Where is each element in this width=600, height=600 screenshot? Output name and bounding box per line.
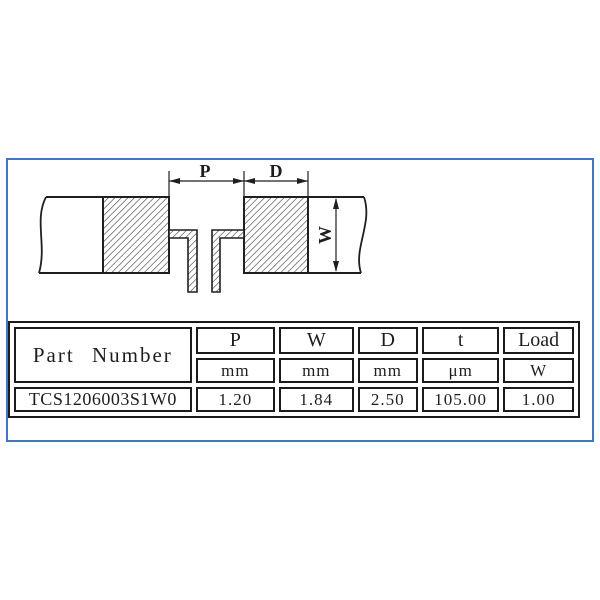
arrow-w-bottom xyxy=(333,261,339,272)
spec-table-container: Part Number P W D t Load mm mm mm μm W T… xyxy=(8,321,580,418)
part-number-header-cell: Part Number xyxy=(14,327,192,383)
value-cell-p: 1.20 xyxy=(195,387,276,412)
header-symbol-row: Part Number P W D t Load xyxy=(14,327,574,383)
value-cell-t: 105.00 xyxy=(422,387,500,412)
value-cell-d: 2.50 xyxy=(357,387,419,412)
w-dimension-label: W xyxy=(315,226,335,244)
unit-cell-w: mm xyxy=(279,358,354,383)
header-cell-p: P xyxy=(195,327,276,354)
dimension-drawing: P D W xyxy=(38,161,368,293)
break-line-right xyxy=(358,196,368,274)
unit-cell-load: W xyxy=(503,358,574,383)
spec-table: Part Number P W D t Load mm mm mm μm W T… xyxy=(8,321,580,418)
value-cell-load: 1.00 xyxy=(503,387,574,412)
arrow-p-left xyxy=(169,178,180,184)
header-cell-load: Load xyxy=(503,327,574,354)
part-number-value-cell: TCS1206003S1W0 xyxy=(14,387,192,412)
unit-cell-d: mm xyxy=(357,358,419,383)
header-cell-d: D xyxy=(357,327,419,354)
arrow-p-right xyxy=(233,178,244,184)
header-cell-w: W xyxy=(279,327,354,354)
break-line-left xyxy=(38,196,47,274)
hatched-block-right xyxy=(243,196,309,274)
arrow-d-right xyxy=(297,178,308,184)
data-row: TCS1206003S1W0 1.20 1.84 2.50 105.00 1.0… xyxy=(14,387,574,412)
terminal-leg-right xyxy=(211,229,245,293)
dimension-arrows xyxy=(169,178,339,272)
arrow-d-left xyxy=(244,178,255,184)
d-dimension-label: D xyxy=(270,161,283,181)
chip-section-right xyxy=(211,196,368,293)
header-cell-t: t xyxy=(422,327,500,354)
arrow-w-top xyxy=(333,198,339,209)
unit-cell-p: mm xyxy=(195,358,276,383)
chip-section-left xyxy=(38,196,198,293)
header-unit-row: mm mm mm μm W xyxy=(14,358,574,383)
unit-cell-t: μm xyxy=(422,358,500,383)
p-dimension-label: P xyxy=(200,161,211,181)
terminal-leg-left xyxy=(168,229,198,293)
value-cell-w: 1.84 xyxy=(279,387,354,412)
hatched-block-left xyxy=(102,196,170,274)
